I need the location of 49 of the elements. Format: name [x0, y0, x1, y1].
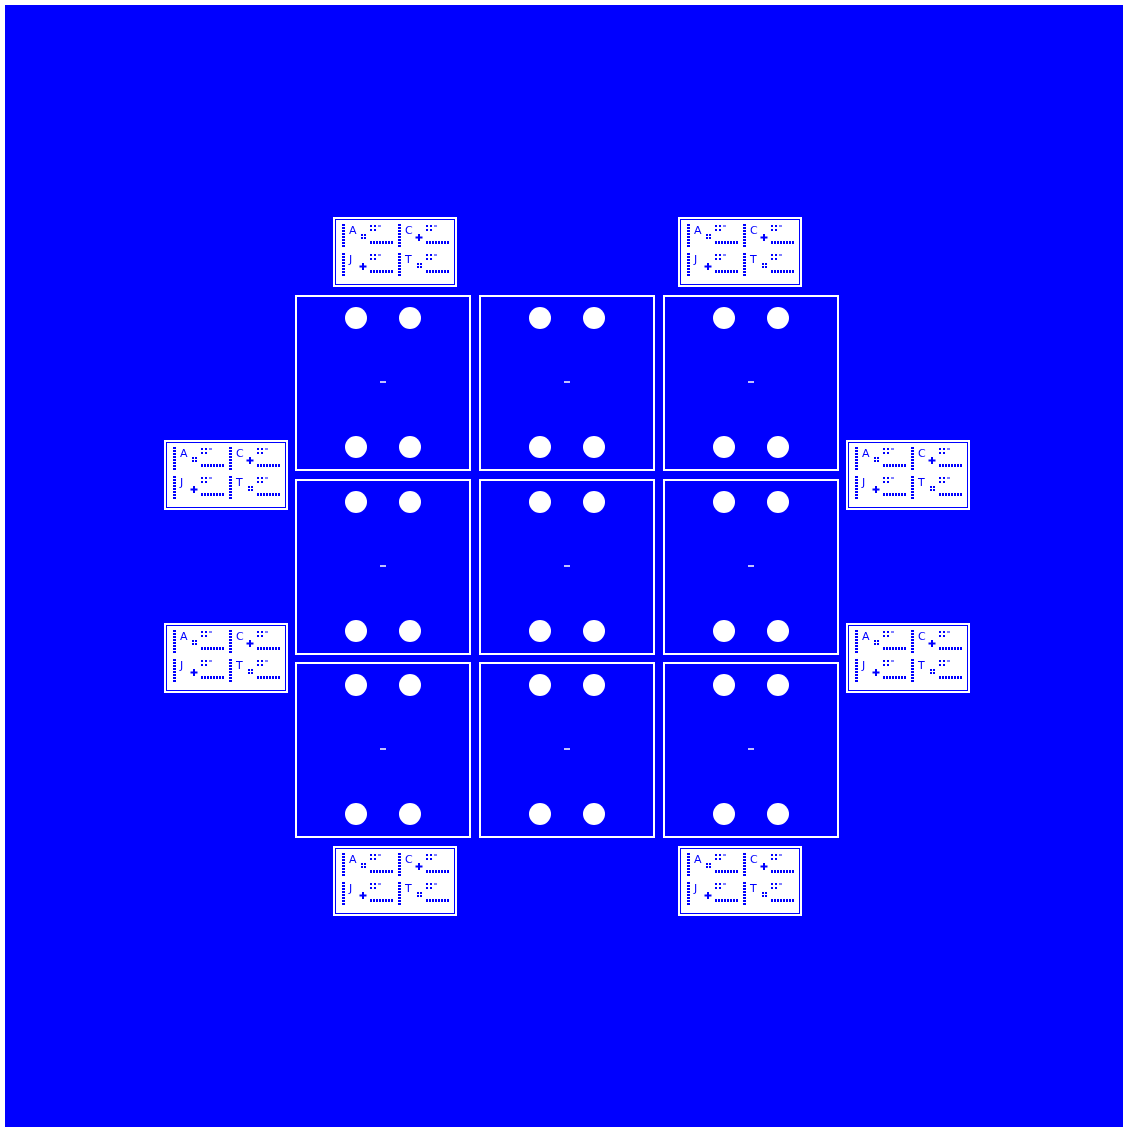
marker-letter: C — [236, 448, 244, 460]
marker-letter: T — [918, 477, 925, 489]
marker-letter: C — [405, 854, 413, 866]
marker-letter: T — [405, 883, 412, 895]
marker-letter: J — [694, 254, 698, 266]
marker-letter: C — [918, 448, 926, 460]
marker-letter: J — [180, 660, 184, 672]
marker-letter: J — [862, 660, 866, 672]
marker-letter: C — [405, 225, 413, 237]
board-outline — [295, 295, 471, 471]
board-outline — [663, 295, 839, 471]
marker-letter: A — [349, 225, 357, 237]
registration-mark-card — [846, 440, 970, 510]
marker-letter: A — [694, 225, 702, 237]
marker-letter: C — [236, 631, 244, 643]
marker-letter: T — [750, 254, 757, 266]
board-outline — [663, 662, 839, 838]
marker-letter: A — [349, 854, 357, 866]
marker-letter: T — [236, 660, 243, 672]
marker-letter: A — [862, 631, 870, 643]
registration-mark-card — [333, 217, 457, 287]
board-outline — [479, 295, 655, 471]
board-outline — [295, 662, 471, 838]
marker-letter: J — [349, 254, 353, 266]
marker-letter: J — [694, 883, 698, 895]
registration-mark-card — [678, 217, 802, 287]
marker-letter: J — [180, 477, 184, 489]
marker-letter: C — [918, 631, 926, 643]
registration-mark-card — [846, 623, 970, 693]
marker-letter: A — [862, 448, 870, 460]
marker-letter: T — [405, 254, 412, 266]
registration-mark-card — [678, 846, 802, 916]
registration-mark-card — [333, 846, 457, 916]
board-outline — [663, 479, 839, 655]
marker-letter: T — [750, 883, 757, 895]
marker-letter: J — [862, 477, 866, 489]
marker-letter: A — [694, 854, 702, 866]
marker-letter: T — [236, 477, 243, 489]
board-outline — [295, 479, 471, 655]
board-outline — [479, 479, 655, 655]
marker-letter: A — [180, 448, 188, 460]
marker-letter: T — [918, 660, 925, 672]
marker-letter: C — [750, 854, 758, 866]
marker-letter: J — [349, 883, 353, 895]
board-outline — [479, 662, 655, 838]
registration-mark-card — [164, 440, 288, 510]
registration-mark-card — [164, 623, 288, 693]
marker-letter: C — [750, 225, 758, 237]
marker-letter: A — [180, 631, 188, 643]
